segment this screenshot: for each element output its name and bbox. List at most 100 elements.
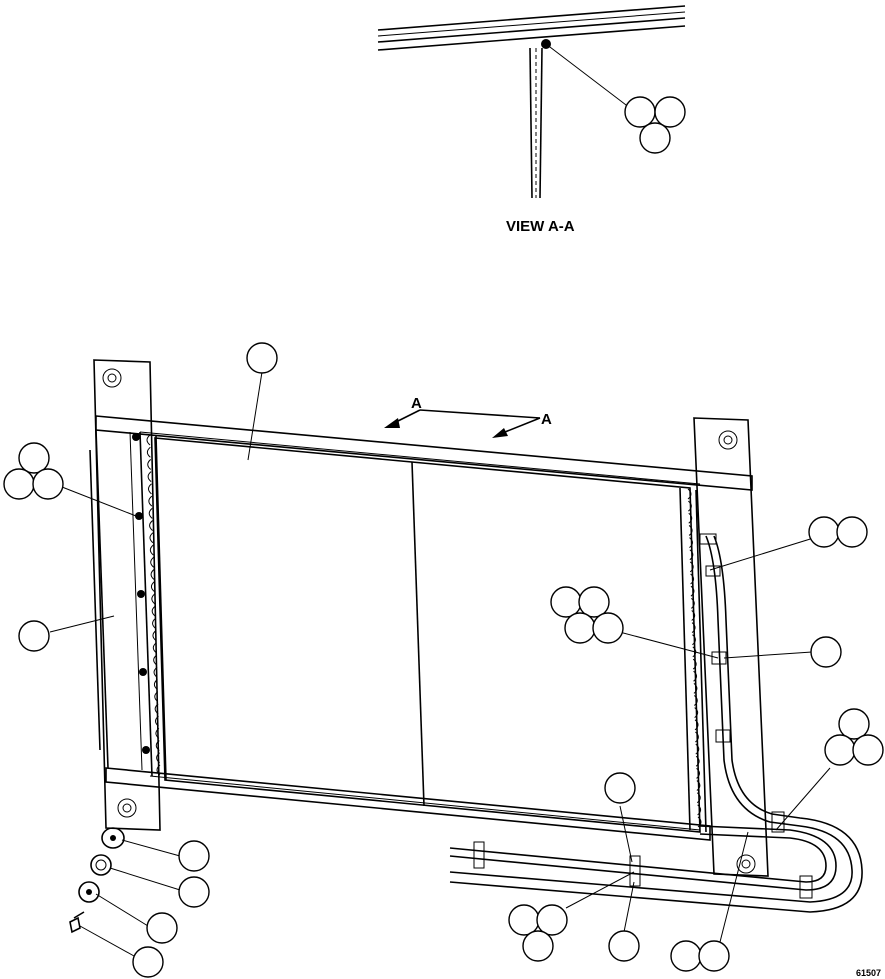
return-bend	[693, 682, 698, 694]
return-bend	[695, 743, 700, 755]
callout-bubble	[146, 912, 178, 944]
view-label: VIEW A-A	[506, 218, 575, 235]
callout-bubble	[604, 772, 636, 804]
callout-bubble	[3, 468, 35, 500]
return-bend	[148, 507, 153, 519]
return-bend	[690, 585, 695, 597]
return-bend	[697, 804, 702, 816]
return-bend	[152, 617, 156, 629]
return-bend	[696, 768, 701, 779]
header-bolts	[132, 433, 150, 754]
return-bend	[153, 679, 158, 690]
callout-bubble	[608, 930, 640, 962]
leader-line	[545, 43, 631, 109]
return-bend	[695, 731, 699, 743]
return-bend	[149, 532, 154, 544]
callout-bubbles	[3, 342, 884, 978]
refrigerant-lines	[449, 533, 863, 913]
return-bend	[148, 495, 153, 507]
return-bend	[147, 459, 152, 470]
return-bend	[688, 512, 693, 524]
return-bend	[687, 488, 692, 500]
callout-bubble	[32, 468, 64, 500]
callout-bubble	[178, 876, 210, 908]
return-bend	[692, 634, 696, 646]
callout-bubble	[824, 734, 856, 766]
return-bend	[693, 670, 698, 682]
callout-bubble	[178, 840, 210, 872]
return-bend	[151, 593, 156, 605]
return-bend	[155, 740, 160, 751]
return-bend	[690, 597, 695, 609]
callout-bubble	[592, 612, 624, 644]
return-bend	[696, 792, 701, 804]
return-bend	[153, 654, 158, 666]
return-bend	[149, 544, 154, 556]
return-bend	[697, 816, 702, 828]
callout-bubble	[536, 904, 568, 936]
section-mark-left: A	[411, 395, 422, 412]
return-bend	[150, 556, 155, 568]
return-bend	[150, 581, 155, 593]
return-bend	[688, 500, 692, 512]
leader-lines	[49, 371, 831, 957]
return-bend	[689, 561, 694, 573]
callout-bubble	[852, 734, 884, 766]
return-bend	[147, 471, 152, 483]
return-bend	[155, 727, 160, 739]
return-bend	[156, 764, 161, 776]
return-bend	[696, 780, 701, 791]
callout-bubble	[508, 904, 540, 936]
return-bend	[155, 715, 159, 727]
return-bend	[151, 605, 156, 617]
return-bend	[694, 719, 699, 731]
return-bend	[149, 520, 153, 531]
callout-bubble	[624, 96, 656, 128]
return-bend	[150, 569, 155, 580]
callout-bubble	[564, 612, 596, 644]
return-bend	[690, 573, 695, 585]
callout-bubble	[808, 516, 840, 548]
return-bend	[695, 755, 700, 767]
return-bend	[152, 630, 157, 641]
callout-bubble	[18, 442, 50, 474]
return-bend	[154, 691, 159, 703]
return-bend	[153, 666, 158, 678]
return-bend	[691, 622, 696, 634]
condenser-frame	[89, 359, 769, 877]
return-bend	[694, 707, 699, 719]
return-bend	[147, 483, 152, 495]
return-bend	[691, 610, 696, 621]
view-a-a-detail: VIEW A-A	[377, 5, 686, 235]
return-bend	[689, 549, 694, 561]
return-bend	[688, 525, 693, 536]
callout-bubble	[838, 708, 870, 740]
callout-bubble	[810, 636, 842, 668]
return-bend	[152, 642, 157, 654]
callout-bubble	[550, 586, 582, 618]
section-mark-right: A	[541, 411, 552, 428]
return-bend	[154, 703, 159, 715]
return-bend	[693, 695, 698, 706]
callout-bubble	[132, 946, 164, 978]
callout-bubble	[654, 96, 686, 128]
return-bend	[156, 752, 160, 764]
callout-bubble	[578, 586, 610, 618]
callout-bubble	[670, 940, 702, 972]
exploded-hardware	[69, 827, 125, 934]
callout-bubble	[698, 940, 730, 972]
return-bend	[692, 658, 697, 670]
coil-return-bends	[146, 434, 702, 828]
callout-bubble	[246, 342, 278, 374]
section-arrows: A A	[384, 395, 552, 438]
figure-code: 61507	[856, 968, 881, 978]
callout-bubble	[522, 930, 554, 962]
return-bend	[146, 434, 151, 446]
return-bend	[689, 537, 693, 548]
callout-bubble	[18, 620, 50, 652]
callout-bubble	[836, 516, 868, 548]
return-bend	[146, 446, 151, 458]
callout-bubble	[639, 122, 671, 154]
